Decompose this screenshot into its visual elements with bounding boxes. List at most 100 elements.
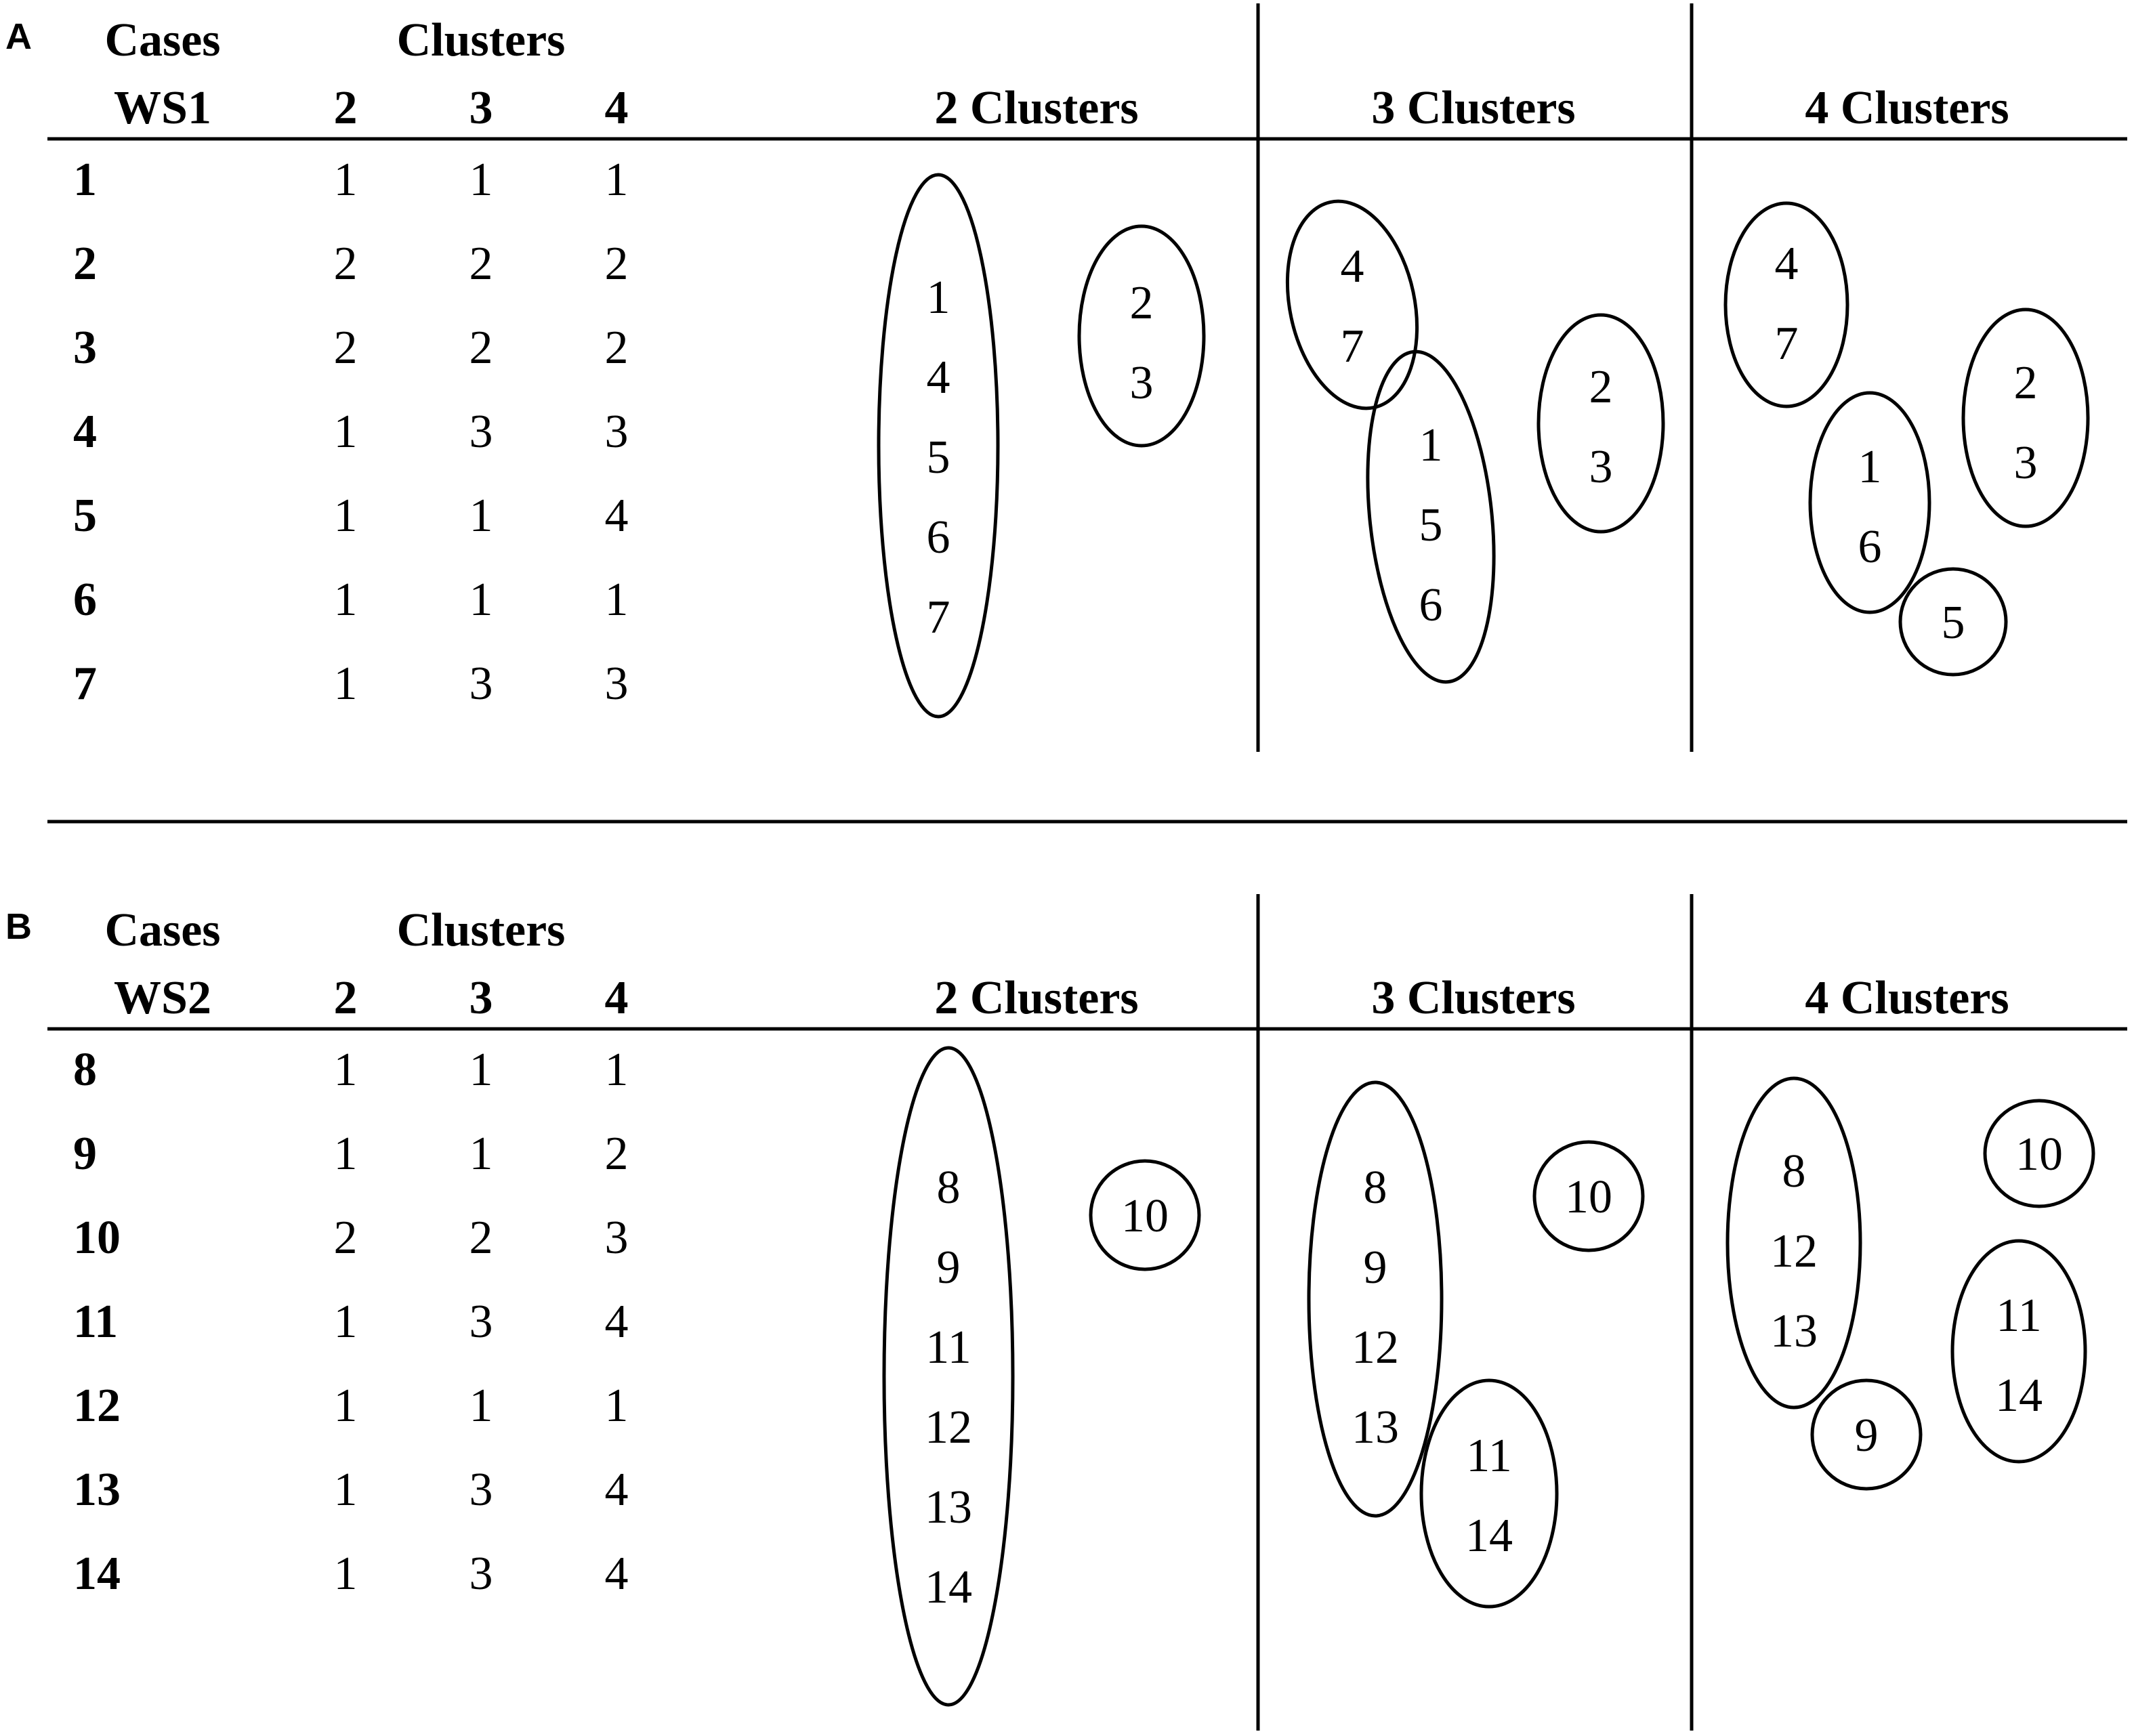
cluster-member: 12 xyxy=(1770,1225,1818,1277)
table-cell: 4 xyxy=(605,1296,629,1348)
cluster-ellipse: 8 12 13 xyxy=(1725,1076,1862,1410)
panel-a-grouping-title-2: 2 Clusters xyxy=(934,82,1138,134)
table-cell: 3 xyxy=(469,658,493,710)
case-label: 9 xyxy=(73,1128,97,1180)
panel-b-table-body: 8 1 1 1 9 1 1 2 10 2 2 3 11 1 3 4 xyxy=(73,1044,629,1600)
panel-b-grouping-title-2: 2 Clusters xyxy=(934,972,1138,1024)
cluster-member: 7 xyxy=(1775,318,1799,370)
panel-b-col-2-header: 2 xyxy=(334,972,358,1024)
table-cell: 1 xyxy=(469,1128,493,1180)
table-cell: 1 xyxy=(605,1044,629,1096)
panel-a-col-2-header: 2 xyxy=(334,82,358,134)
table-row: 12 1 1 1 xyxy=(73,1380,629,1432)
case-label: 5 xyxy=(73,490,97,542)
table-cell: 1 xyxy=(469,154,493,206)
panel-a-col-3-header: 3 xyxy=(469,82,493,134)
table-row: 6 1 1 1 xyxy=(73,574,629,626)
table-row: 11 1 3 4 xyxy=(73,1296,629,1348)
cluster-member: 1 xyxy=(1858,441,1882,493)
table-cell: 4 xyxy=(605,490,629,542)
table-cell: 2 xyxy=(605,1128,629,1180)
panel-a-grouping-title-3: 3 Clusters xyxy=(1371,82,1575,134)
panel-b-grouping-3: 8 9 12 13 10 11 14 xyxy=(1307,1080,1645,1609)
table-cell: 2 xyxy=(334,322,358,374)
table-cell: 1 xyxy=(334,490,358,542)
cluster-member: 12 xyxy=(1352,1321,1399,1374)
cluster-ellipse: 5 xyxy=(1898,567,2008,677)
table-row: 8 1 1 1 xyxy=(73,1044,629,1096)
cluster-member: 13 xyxy=(1352,1401,1399,1454)
table-cell: 3 xyxy=(605,406,629,458)
case-label: 13 xyxy=(73,1464,121,1516)
panel-a-col-4-header: 4 xyxy=(605,82,629,134)
panel-a-grouping-2: 1 4 5 6 7 2 3 xyxy=(877,173,1206,719)
panel-a-ws-label: WS1 xyxy=(114,82,211,134)
cluster-member: 2 xyxy=(2014,357,2038,409)
table-cell: 1 xyxy=(334,1548,358,1600)
table-row: 2 2 2 2 xyxy=(73,238,629,290)
cluster-ellipse: 4 7 xyxy=(1723,201,1849,408)
panel-a-grouping-3: 4 7 1 5 6 2 3 xyxy=(1285,199,1665,684)
panel-b-letter: B xyxy=(5,906,32,947)
cluster-member: 2 xyxy=(1589,361,1613,413)
cluster-member: 5 xyxy=(927,431,950,484)
panel-a-cases-label: Cases xyxy=(104,14,220,66)
cluster-member: 7 xyxy=(1341,320,1364,373)
cluster-ellipse: 10 xyxy=(1089,1159,1201,1271)
cluster-ellipse: 1 6 xyxy=(1808,391,1931,614)
panel-b-clusters-label: Clusters xyxy=(397,904,566,956)
panel-a-letter: A xyxy=(5,16,32,57)
cluster-member: 8 xyxy=(1364,1162,1387,1214)
cluster-ellipse: 2 3 xyxy=(1536,313,1665,534)
table-cell: 2 xyxy=(334,238,358,290)
cluster-member: 14 xyxy=(1465,1510,1513,1562)
table-row: 13 1 3 4 xyxy=(73,1464,629,1516)
cluster-member: 12 xyxy=(925,1401,972,1454)
table-cell: 3 xyxy=(605,658,629,710)
cluster-ellipse: 8 9 11 12 13 14 xyxy=(882,1046,1015,1707)
cluster-member: 10 xyxy=(1121,1190,1169,1242)
cluster-ellipse: 9 xyxy=(1810,1378,1923,1491)
cluster-member: 13 xyxy=(925,1481,972,1533)
case-label: 1 xyxy=(73,154,97,206)
panel-b-ws-label: WS2 xyxy=(114,972,211,1024)
cluster-member: 3 xyxy=(2014,437,2038,489)
panel-b-col-3-header: 3 xyxy=(469,972,493,1024)
table-cell: 1 xyxy=(469,574,493,626)
table-cell: 2 xyxy=(469,238,493,290)
panel-b-grouping-title-3: 3 Clusters xyxy=(1371,972,1575,1024)
cluster-member: 2 xyxy=(1130,277,1154,329)
panel-a-table-body: 1 1 1 1 2 2 2 2 3 2 2 2 4 1 3 3 xyxy=(73,154,629,710)
cluster-member: 11 xyxy=(1996,1290,2041,1342)
cluster-ellipse: 1 5 6 xyxy=(1366,350,1496,684)
cluster-member: 5 xyxy=(1942,597,1965,649)
table-cell: 1 xyxy=(334,1380,358,1432)
table-cell: 1 xyxy=(334,574,358,626)
cluster-member: 13 xyxy=(1770,1305,1818,1357)
table-cell: 3 xyxy=(469,1464,493,1516)
table-row: 1 1 1 1 xyxy=(73,154,629,206)
table-cell: 1 xyxy=(334,1464,358,1516)
cluster-member: 1 xyxy=(1419,419,1443,471)
cluster-member: 4 xyxy=(1775,238,1799,290)
table-cell: 1 xyxy=(334,1296,358,1348)
panel-b-col-4-header: 4 xyxy=(605,972,629,1024)
case-label: 3 xyxy=(73,322,97,374)
cluster-member: 7 xyxy=(927,591,950,643)
table-cell: 2 xyxy=(469,322,493,374)
cluster-member: 4 xyxy=(1341,240,1364,293)
table-cell: 1 xyxy=(334,1044,358,1096)
table-cell: 1 xyxy=(605,574,629,626)
table-row: 7 1 3 3 xyxy=(73,658,629,710)
table-cell: 2 xyxy=(334,1212,358,1264)
table-cell: 4 xyxy=(605,1548,629,1600)
table-row: 5 1 1 4 xyxy=(73,490,629,542)
panel-a-grouping-title-4: 4 Clusters xyxy=(1805,82,2009,134)
panel-b-grouping-4: 8 12 13 10 11 14 9 xyxy=(1725,1076,2095,1491)
table-cell: 1 xyxy=(334,1128,358,1180)
table-cell: 1 xyxy=(605,1380,629,1432)
cluster-member: 9 xyxy=(1364,1242,1387,1294)
table-cell: 1 xyxy=(605,154,629,206)
table-cell: 1 xyxy=(469,1380,493,1432)
